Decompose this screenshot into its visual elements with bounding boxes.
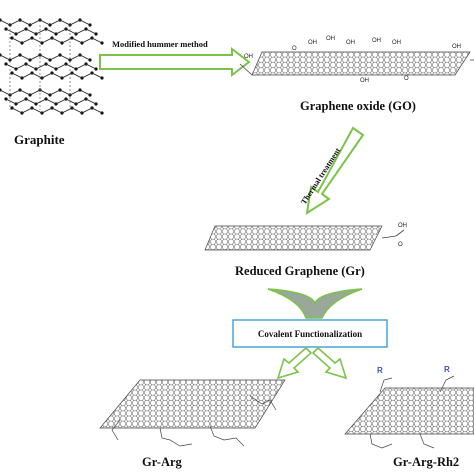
graphite-bond-row — [11, 72, 103, 79]
svg-text:OH: OH — [326, 36, 335, 42]
gr-arg-rh2-label: Gr-Arg-Rh2 — [393, 455, 459, 469]
gr-arg-label: Gr-Arg — [142, 455, 183, 469]
arrow-hummer-method — [99, 46, 251, 78]
gr-o-label: O — [398, 242, 403, 248]
r-group-label-2: R — [444, 365, 450, 374]
arrow-thermal-treatment — [305, 126, 365, 216]
graphene-oxide-sheet-icon — [239, 51, 474, 76]
split-arrow-right — [311, 346, 348, 380]
svg-text:OH: OH — [372, 38, 381, 44]
funnel-arrow-icon — [267, 288, 363, 319]
gr-oh-label: OH — [398, 223, 407, 229]
graphite-bond-row — [0, 19, 91, 26]
process-label-hummer: Modified hummer method — [112, 39, 208, 49]
graphite-bond-row — [0, 54, 91, 61]
svg-text:OH: OH — [346, 40, 355, 46]
graphite-bond-row — [0, 89, 91, 96]
svg-text:OH: OH — [308, 40, 317, 46]
reduced-graphene-sheet-icon — [204, 225, 405, 251]
graphite-bond-row — [5, 63, 97, 70]
svg-text:O: O — [292, 46, 297, 52]
svg-text:OH: OH — [360, 78, 369, 84]
r-group-label-1: R — [377, 366, 383, 375]
svg-text:OH: OH — [392, 40, 401, 46]
gr-arg-sheet-icon — [99, 379, 286, 447]
gr-arg-rh2-sheet-icon — [344, 375, 474, 449]
graphene-oxide-label: Graphene oxide (GO) — [300, 99, 416, 113]
svg-text:OH: OH — [244, 54, 253, 60]
split-arrow-left — [276, 346, 313, 380]
graphite-structure-icon — [0, 18, 104, 115]
graphite-label: Graphite — [14, 132, 65, 147]
functionalization-label: Covalent Functionalization — [258, 329, 362, 339]
graphite-bond-row — [5, 98, 97, 105]
graphite-bond-row — [5, 28, 97, 35]
svg-text:OH: OH — [452, 44, 461, 50]
go-functional-groups: OH OH OH OH OH O OH OH OH O — [244, 36, 461, 84]
graphite-bond-row — [11, 107, 103, 114]
functionalization-box — [232, 319, 388, 348]
graphite-bond-row — [11, 37, 103, 44]
reduced-graphene-label: Reduced Graphene (Gr) — [235, 264, 365, 278]
svg-text:O: O — [404, 76, 409, 82]
